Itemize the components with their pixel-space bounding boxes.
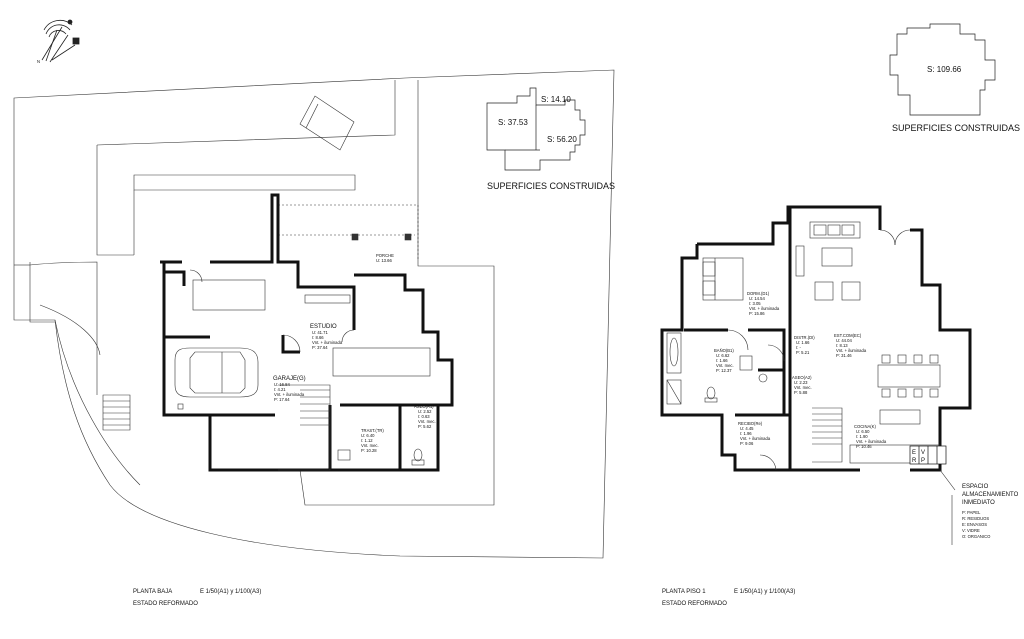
dorm-l3: Vnt. + iluminada [749, 306, 780, 311]
distr-name: DISTR.(DI) [794, 335, 815, 340]
trast-l1: U: 6.40 [361, 433, 375, 438]
recycle-letter-3: R [912, 458, 917, 464]
cocina-l2: I: 1.90 [856, 434, 868, 439]
first-caption-name: PLANTA PISO 1 [662, 589, 706, 595]
cocina-name: COCINA(K) [854, 424, 876, 429]
estcomec-l2: I: 8.13 [836, 343, 848, 348]
surfaces-right-diagram [889, 23, 996, 116]
surface-left-1: S: 37.53 [498, 118, 528, 127]
first-caption-state: ESTADO REFORMADO [662, 601, 727, 607]
bano-name: BAÑO(B1) [714, 348, 734, 353]
estcomec-name: EST.COM(EC) [834, 333, 862, 338]
porche-name: PORCHE [376, 253, 394, 258]
first-floor-details [666, 221, 956, 545]
aseo-l3: Vnt. mec. [418, 419, 436, 424]
recibo-l3: Vnt. + iluminada [740, 436, 771, 441]
dorm-l2: I: 3.05 [749, 301, 761, 306]
surface-right-1: S: 109.66 [927, 65, 962, 74]
ground-floor-labels: PORCHE U: 13.66 ESTUDIO U: 41.71 I: 8.66… [273, 253, 436, 453]
garaje-l4: P: 17.64 [274, 397, 290, 402]
garaje-l1: U: 16.84 [274, 382, 291, 387]
compass-icon: N [37, 19, 80, 64]
recycle-box [909, 445, 947, 465]
bano-l1: U: 6.62 [716, 353, 730, 358]
aseo2-l4: P: 5.88 [794, 390, 808, 395]
storage-title-3: INMEDIATO [962, 500, 995, 506]
storage-item-1: P: PAPEL [962, 510, 981, 515]
surfaces-left-title: SUPERFICIES CONSTRUIDAS [487, 181, 615, 191]
distr-l4: P: 5.21 [796, 350, 810, 355]
aseo2-l3: Vnt. mec. [794, 385, 812, 390]
ground-floor-details [174, 233, 431, 471]
cocina-l4: P: 10.46 [856, 444, 872, 449]
trast-l4: P: 10.28 [361, 448, 377, 453]
first-caption-scale: E 1/50(A1) y 1/100(A3) [734, 589, 795, 595]
garaje-name: GARAJE(G) [273, 376, 306, 382]
garaje-l2: I: 4.21 [274, 387, 286, 392]
estcomec-l3: Vnt. + iluminada [836, 348, 867, 353]
dorm-l1: U: 14.54 [749, 296, 766, 301]
trast-name: TRAST.(TR) [361, 428, 384, 433]
recibo-name: RECIBO(Re) [738, 421, 763, 426]
estudio-l3: Vnt. + iluminada [312, 340, 343, 345]
trast-l2: I: 1.12 [361, 438, 373, 443]
ground-caption-name: PLANTA BAJA [133, 589, 172, 595]
bano-l3: Vnt. mec. [716, 363, 734, 368]
first-floor-walls [660, 205, 972, 472]
storage-item-5: O: ORGANICO [962, 534, 991, 539]
surfaces-left-labels: S: 37.53 S: 14.10 S: 56.20 SUPERFICIES C… [487, 95, 615, 191]
dorm-name: DORM.(D1) [747, 291, 770, 296]
surfaces-left-diagram [486, 87, 586, 171]
ground-floor-site [13, 69, 615, 559]
storage-note: ESPACIO ALMACENAMIENTO INMEDIATO P: PAPE… [962, 484, 1019, 539]
first-floor-labels: DORM.(D1) U: 14.54 I: 3.05 Vnt. + ilumin… [714, 291, 887, 449]
bano-l4: P: 12.37 [716, 368, 732, 373]
aseo-name: ASEO(A1) [414, 404, 434, 409]
ground-caption-scale: E 1/50(A1) y 1/100(A3) [200, 589, 261, 595]
recycle-letter-2: V [921, 450, 925, 456]
recycle-letter-1: E [912, 450, 916, 456]
estudio-l1: U: 41.71 [312, 330, 329, 335]
storage-item-3: E: ENVASOS [962, 522, 987, 527]
estudio-l4: P: 37.64 [312, 345, 328, 350]
ground-caption-state: ESTADO REFORMADO [133, 601, 198, 607]
storage-item-4: V: VIDRE [962, 528, 980, 533]
estcomec-l4: P: 31.46 [836, 353, 852, 358]
surface-left-3: S: 56.20 [547, 135, 577, 144]
recycle-letter-4: P [921, 458, 925, 464]
garaje-l3: Vnt. + iluminada [274, 392, 305, 397]
surfaces-right-title: SUPERFICIES CONSTRUIDAS [892, 123, 1020, 133]
aseo-l4: P: 5.62 [418, 424, 432, 429]
dorm-l4: P: 15.86 [749, 311, 765, 316]
surface-left-2: S: 14.10 [541, 95, 571, 104]
ground-floor-caption: PLANTA BAJA E 1/50(A1) y 1/100(A3) ESTAD… [133, 589, 261, 607]
estudio-name: ESTUDIO [310, 324, 337, 330]
first-floor-caption: PLANTA PISO 1 E 1/50(A1) y 1/100(A3) EST… [662, 589, 795, 607]
recibo-l4: P: 9.06 [740, 441, 754, 446]
storage-title-2: ALMACENAMIENTO [962, 492, 1019, 498]
recibo-l2: I: 1.96 [740, 431, 752, 436]
aseo-l2: I: 0.63 [418, 414, 430, 419]
trast-l3: Vnt. mec. [361, 443, 379, 448]
aseo-l1: U: 2.52 [418, 409, 432, 414]
storage-item-2: R: RESIDUOS [962, 516, 989, 521]
recibo-l1: U: 4.45 [740, 426, 754, 431]
distr-l1: U: 1.66 [796, 340, 810, 345]
porche-l1: U: 13.66 [376, 258, 393, 263]
surfaces-right-labels: S: 109.66 SUPERFICIES CONSTRUIDAS [892, 65, 1020, 133]
cocina-l1: U: 6.50 [856, 429, 870, 434]
estudio-l2: I: 8.66 [312, 335, 324, 340]
cocina-l3: Vnt. + iluminada [856, 439, 887, 444]
storage-title-1: ESPACIO [962, 484, 989, 490]
compass-label: N [37, 59, 40, 64]
aseo2-name: ASEO(A2) [792, 375, 812, 380]
recycle-letters: E V R P [912, 450, 925, 464]
estcomec-l1: U: 44.04 [836, 338, 853, 343]
aseo2-l1: U: 2.23 [794, 380, 808, 385]
distr-l2: I: - [796, 345, 801, 350]
bano-l2: I: 1.66 [716, 358, 728, 363]
